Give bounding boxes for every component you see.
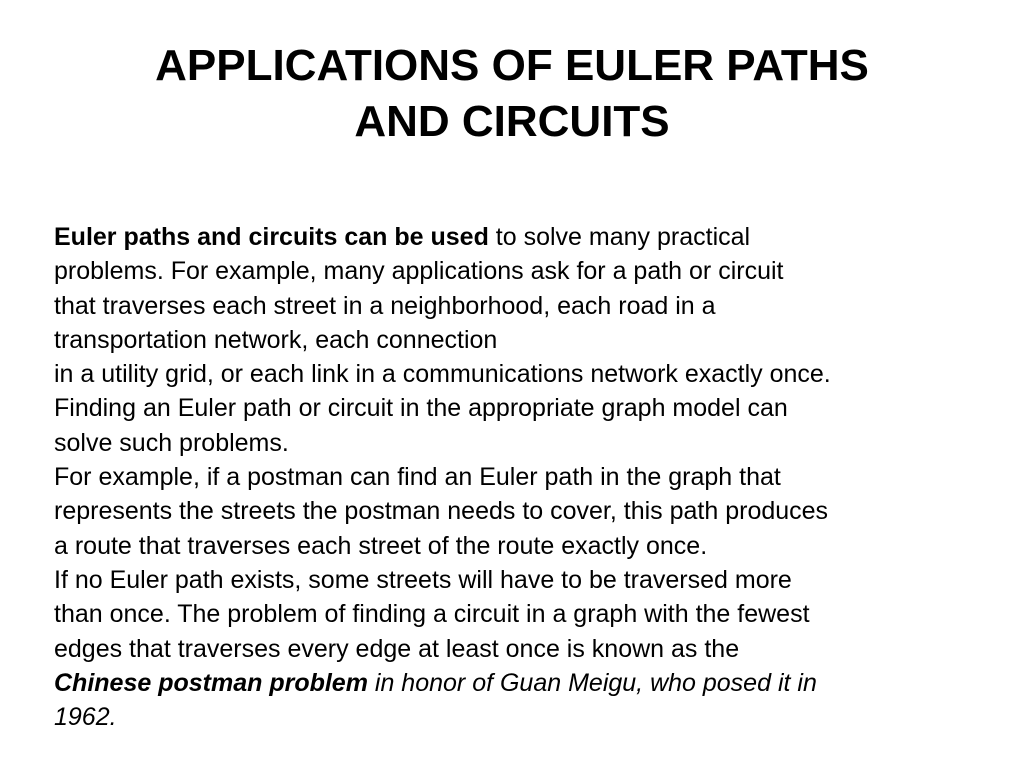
slide-title: APPLICATIONS OF EULER PATHS AND CIRCUITS xyxy=(40,38,984,150)
body-line-3: that traverses each street in a neighbor… xyxy=(54,291,716,320)
body-line-11: If no Euler path exists, some streets wi… xyxy=(54,565,792,594)
body-line-15: 1962. xyxy=(54,703,117,732)
chinese-postman-term: Chinese postman problem xyxy=(54,668,368,697)
body-line-14-rest: in honor of Guan Meigu, who posed it in xyxy=(367,668,817,697)
body-line-13: edges that traverses every edge at least… xyxy=(54,634,740,663)
body-bold-lead: Euler paths and circuits can be used xyxy=(54,223,489,251)
body-line-8: For example, if a postman can find an Eu… xyxy=(54,463,781,492)
body-line-10: a route that traverses each street of th… xyxy=(54,531,708,560)
body-line-1-rest: to solve many practical xyxy=(488,223,751,251)
slide-title-line-2: AND CIRCUITS xyxy=(354,97,670,146)
body-line-6: Finding an Euler path or circuit in the … xyxy=(54,394,788,423)
body-line-12: than once. The problem of finding a circ… xyxy=(54,600,810,629)
body-line-14: Chinese postman problem in honor of Guan… xyxy=(54,666,994,700)
body-line-4: transportation network, each connection xyxy=(54,325,498,354)
body-line-7: solve such problems. xyxy=(54,428,289,457)
body-line-2: problems. For example, many applications… xyxy=(54,257,784,286)
body-line-9: represents the streets the postman needs… xyxy=(54,497,829,526)
slide-title-line-1: APPLICATIONS OF EULER PATHS xyxy=(155,41,869,90)
body-line-5: in a utility grid, or each link in a com… xyxy=(54,360,831,389)
slide-body: Euler paths and circuits can be used to … xyxy=(54,220,994,734)
body-line-1: Euler paths and circuits can be used to … xyxy=(54,220,994,254)
